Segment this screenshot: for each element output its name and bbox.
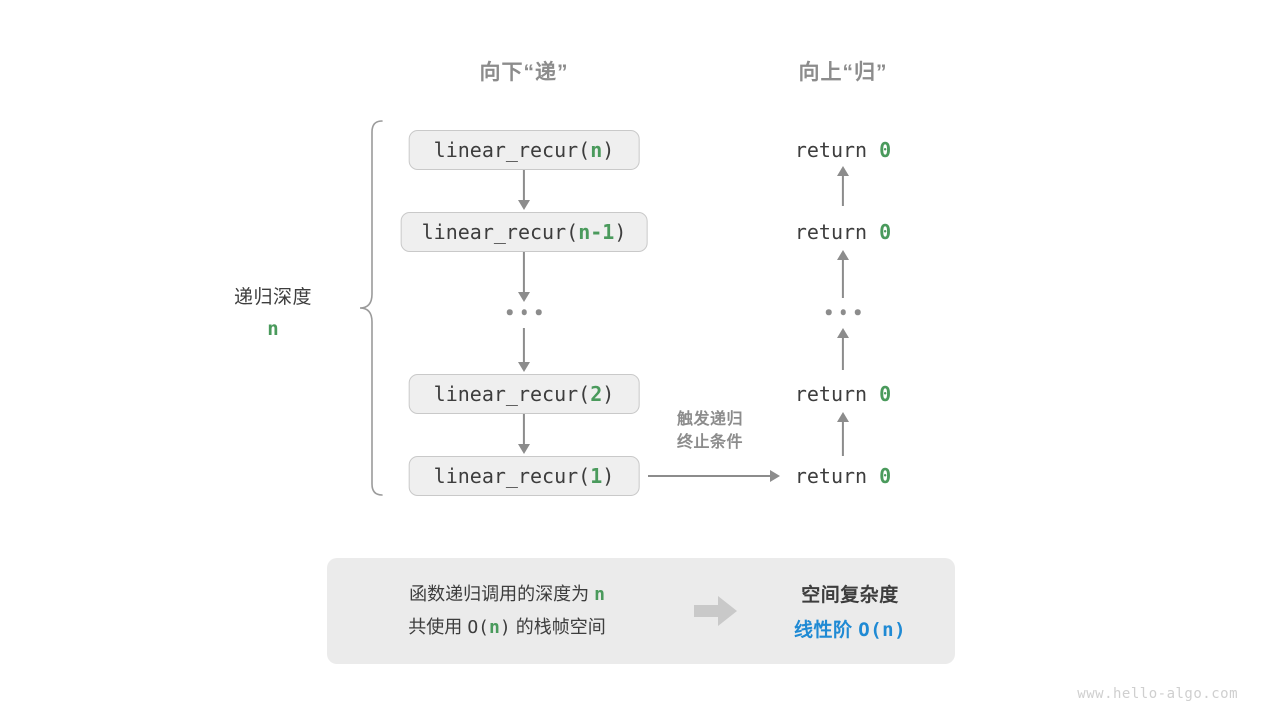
call-box-prefix: linear_recur( [433,464,591,488]
arrow-down-1-icon [518,200,530,210]
call-box-suffix: ) [602,382,615,406]
call-box-2: linear_recur(2) [408,374,640,414]
call-box-arg: 2 [590,382,603,406]
call-stack-ellipsis [506,309,542,315]
connector-line-down-1 [522,170,526,202]
complexity-value-label: 线性阶 [793,620,859,641]
summary-line1-var: n [594,583,605,605]
return-label-4: return 0 [795,382,891,406]
arrow-up-2-icon [837,250,849,260]
call-box-suffix: ) [614,220,627,244]
arrow-up-3-icon [837,328,849,338]
summary-panel: 函数递归调用的深度为 n 共使用 O(n) 的栈帧空间 空间复杂度 线性阶 O(… [327,558,955,664]
summary-line2-var: n [489,617,500,638]
complexity-title: 空间复杂度 [801,585,899,606]
connector-line-down-4 [522,414,526,446]
call-box-prefix: linear_recur( [421,220,579,244]
return-keyword: return [794,138,880,162]
arrow-down-4-icon [518,444,530,454]
connector-line-down-2 [522,252,526,298]
right-arrow-icon [694,596,737,626]
terminate-note-line1: 触发递归 [676,411,744,428]
complexity-value: 线性阶 O(n) [745,615,955,642]
call-box-arg: 1 [590,464,603,488]
summary-arrow-wrap [687,594,745,628]
arrow-down-2-icon [518,292,530,302]
connector-line-down-3 [522,328,526,364]
depth-label-value: n [267,318,279,340]
column-header-descend: 向下“递” [479,61,569,84]
arrow-down-3-icon [518,362,530,372]
arrow-up-1-icon [837,166,849,176]
arrow-up-4-icon [837,412,849,422]
summary-line2-text-b: 的栈帧空间 [510,617,606,637]
summary-left-text: 函数递归调用的深度为 n 共使用 O(n) 的栈帧空间 [327,578,687,645]
return-value: 0 [879,138,892,162]
return-ellipsis [825,309,861,315]
call-box-suffix: ) [602,464,615,488]
connector-line-up-3 [841,330,845,370]
recursion-depth-label: 递归深度 n [234,282,312,340]
connector-line-up-4 [841,414,845,456]
return-label-top: return 0 [795,138,891,162]
summary-line-2: 共使用 O(n) 的栈帧空间 [327,611,687,644]
summary-line2-mono-a: O( [467,617,489,638]
arrow-right-base-case-icon [770,470,786,482]
watermark: www.hello-algo.com [1077,686,1238,702]
call-box-arg: n-1 [578,220,615,244]
depth-label-text: 递归深度 [233,287,313,308]
call-box-arg: n [590,138,603,162]
return-label-2: return 0 [795,220,891,244]
summary-line-1: 函数递归调用的深度为 n [327,578,687,611]
summary-line2-text-a: 共使用 [408,617,468,637]
dot [535,309,542,315]
return-value: 0 [879,220,892,244]
call-box-prefix: linear_recur( [433,138,591,162]
dot [854,309,861,315]
call-box-n-minus-1: linear_recur(n-1) [400,212,648,252]
complexity-value-notation: O(n) [858,619,907,641]
connector-line-up-1 [841,168,845,206]
dot [825,309,832,315]
terminate-note-line2: 终止条件 [676,434,744,452]
column-header-ascend: 向上“归” [798,61,888,84]
return-keyword: return [794,464,880,488]
return-value: 0 [879,382,892,406]
call-box-suffix: ) [602,138,615,162]
summary-line2-mono-b: ) [499,617,511,638]
return-value: 0 [879,464,892,488]
summary-right-text: 空间复杂度 线性阶 O(n) [745,580,955,642]
summary-line1-text: 函数递归调用的深度为 [409,583,595,604]
return-keyword: return [794,382,880,406]
recursion-depth-brace-icon [359,120,383,496]
connector-line-up-2 [841,252,845,298]
call-box-prefix: linear_recur( [433,382,591,406]
connector-line-base-case [648,475,770,478]
dot [840,309,846,315]
return-keyword: return [794,220,880,244]
dot [521,309,527,315]
terminate-condition-note: 触发递归 终止条件 [677,408,743,454]
call-box-1: linear_recur(1) [408,456,640,496]
dot [506,309,513,315]
call-box-n: linear_recur(n) [408,130,640,170]
return-label-bottom: return 0 [795,464,891,488]
